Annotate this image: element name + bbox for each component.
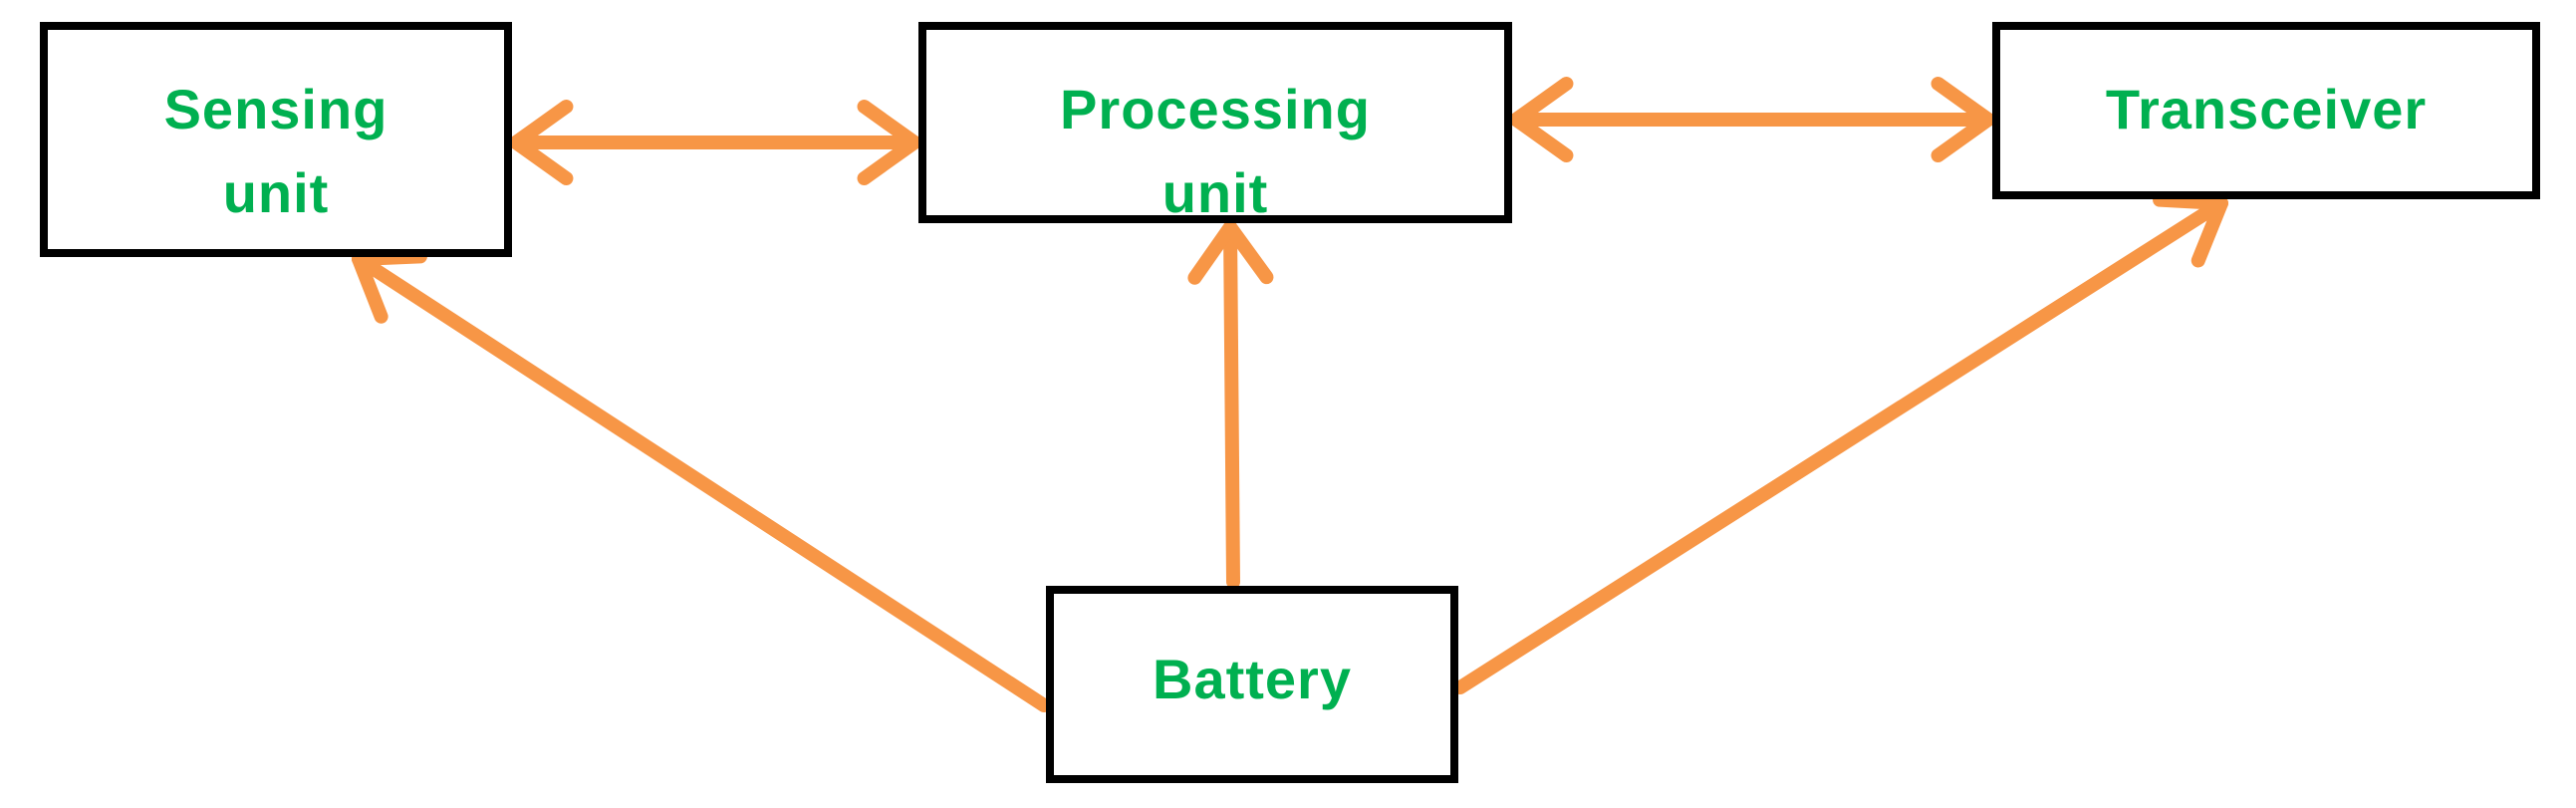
processing-unit-label-line1: Processing	[1060, 78, 1371, 140]
transceiver-label: Transceiver	[2105, 78, 2428, 140]
battery-box: Battery	[1046, 586, 1458, 783]
arrow-sensing-to-processing-tail-head	[509, 99, 574, 186]
arrow-battery-to-sensing-head	[352, 249, 427, 324]
transceiver-box: Transceiver	[1992, 22, 2540, 199]
arrow-battery-to-transceiver-shaft	[1453, 196, 2228, 694]
sensing-unit-box: Sensing unit	[40, 22, 512, 257]
arrow-battery-to-transceiver-head	[2153, 192, 2228, 268]
processing-unit-label-line2: unit	[1161, 161, 1269, 224]
arrow-battery-to-processing-shaft	[1223, 220, 1240, 589]
arrow-battery-to-processing-head	[1187, 220, 1274, 285]
arrow-sensing-to-processing-head	[857, 99, 921, 186]
arrow-battery-to-sensing-shaft	[352, 252, 1051, 712]
arrow-processing-to-transceiver-tail-head	[1509, 76, 1574, 163]
processing-unit-box: Processing unit	[918, 22, 1512, 224]
sensing-unit-label-line1: Sensing	[163, 78, 388, 140]
arrow-processing-to-transceiver-head	[1931, 76, 1995, 163]
battery-label: Battery	[1153, 648, 1352, 710]
sensing-unit-label-line2: unit	[222, 161, 330, 224]
